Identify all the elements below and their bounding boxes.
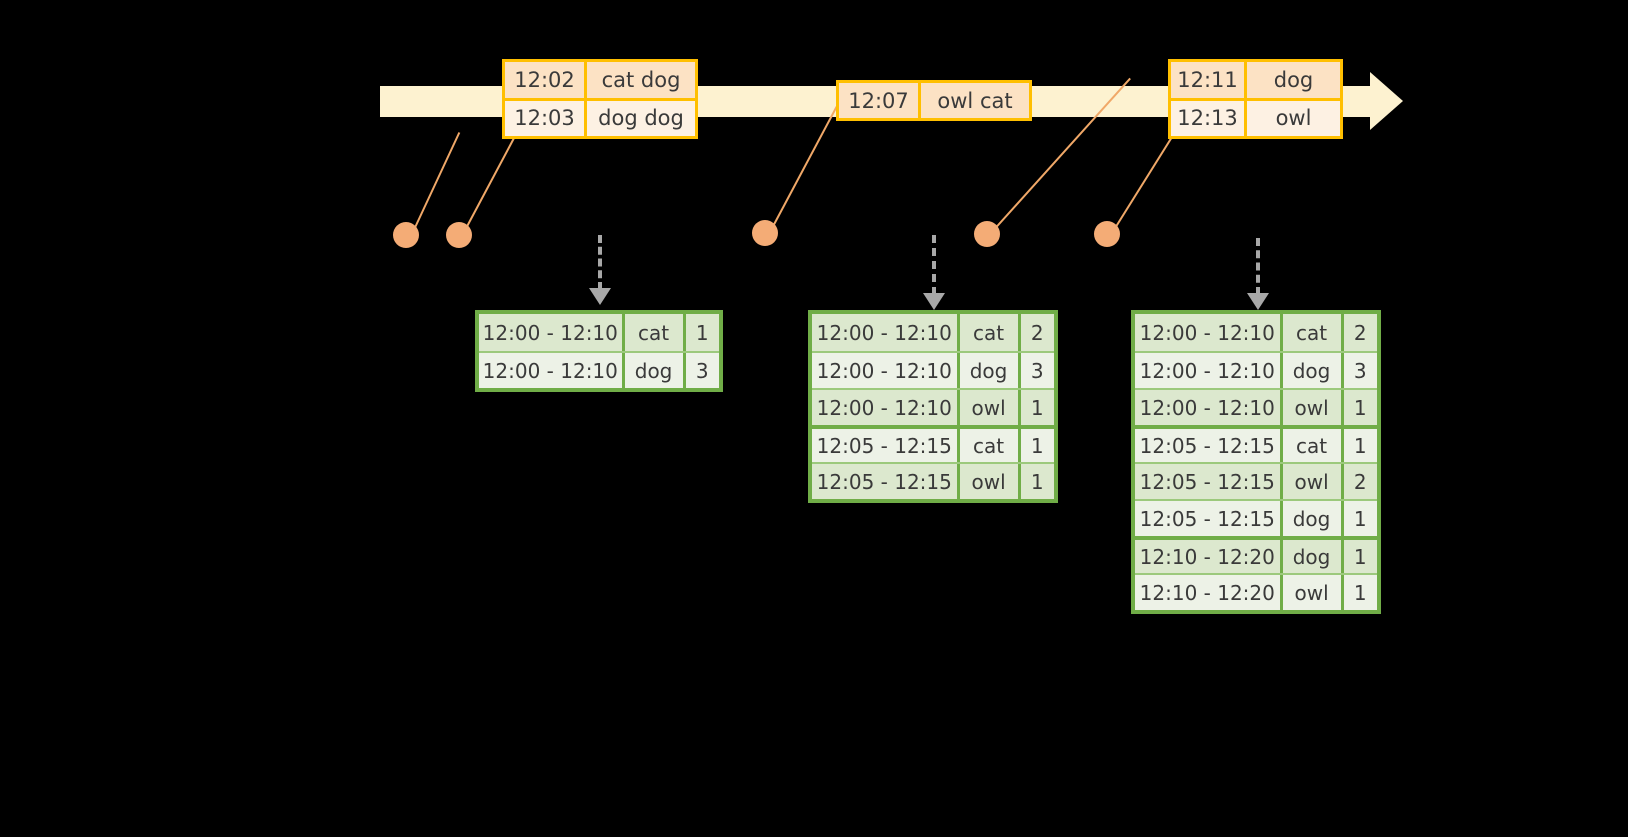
cell-window: 12:10 - 12:20 (1135, 575, 1283, 610)
event-time: 12:07 (839, 83, 921, 118)
cell-count: 1 (1020, 429, 1054, 462)
cell-window: 12:05 - 12:15 (812, 464, 960, 499)
event-box-2: 12:07 owl cat (836, 80, 1032, 121)
event-row: 12:13 owl (1171, 97, 1340, 136)
cell-key: dog (959, 353, 1021, 388)
flow-arrow-head-1 (589, 288, 611, 305)
flow-arrow-line-3 (1256, 238, 1260, 295)
cell-count: 3 (1020, 353, 1054, 388)
cell-key: owl (1282, 575, 1344, 610)
cell-window: 12:05 - 12:15 (1135, 501, 1283, 536)
event-row: 12:07 owl cat (839, 83, 1029, 118)
cell-key: cat (1282, 314, 1344, 351)
event-box-3: 12:11 dog 12:13 owl (1168, 59, 1343, 139)
cell-key: cat (624, 314, 686, 351)
event-payload: owl cat (921, 83, 1029, 118)
cell-key: owl (1282, 390, 1344, 425)
event-box-1: 12:02 cat dog 12:03 dog dog (502, 59, 698, 139)
event-time: 12:03 (505, 100, 587, 136)
event-payload: cat dog (587, 62, 695, 98)
cell-window: 12:05 - 12:15 (812, 429, 960, 462)
cell-key: cat (959, 429, 1021, 462)
connector-line-3 (769, 106, 838, 233)
cell-count: 1 (685, 314, 719, 351)
cell-count: 1 (1343, 575, 1377, 610)
cell-count: 1 (1343, 540, 1377, 573)
cell-window: 12:00 - 12:10 (1135, 353, 1283, 388)
connector-line-2 (462, 138, 515, 235)
marker-dot-3 (752, 220, 778, 246)
cell-count: 1 (1343, 501, 1377, 536)
marker-dot-5 (1094, 221, 1120, 247)
flow-arrow-line-1 (598, 235, 602, 290)
cell-count: 3 (1343, 353, 1377, 388)
event-payload: dog (1247, 62, 1340, 98)
event-time: 12:11 (1171, 62, 1247, 98)
cell-key: cat (959, 314, 1021, 351)
event-payload: dog dog (587, 100, 695, 136)
connector-line-1 (411, 132, 461, 235)
cell-window: 12:00 - 12:10 (812, 353, 960, 388)
event-payload: owl (1247, 100, 1340, 136)
cell-window: 12:00 - 12:10 (479, 314, 625, 351)
flow-arrow-line-2 (932, 235, 936, 295)
cell-count: 1 (1343, 390, 1377, 425)
timeline-arrowhead (1370, 72, 1403, 130)
event-row: 12:02 cat dog (505, 62, 695, 98)
cell-window: 12:00 - 12:10 (812, 314, 960, 351)
marker-dot-2 (446, 222, 472, 248)
cell-key: dog (624, 353, 686, 388)
marker-dot-4 (974, 221, 1000, 247)
cell-key: owl (959, 464, 1021, 499)
cell-count: 1 (1343, 429, 1377, 462)
cell-key: owl (1282, 464, 1344, 499)
cell-window: 12:00 - 12:10 (1135, 390, 1283, 425)
flow-arrow-head-2 (923, 293, 945, 310)
cell-window: 12:00 - 12:10 (479, 353, 625, 388)
cell-key: dog (1282, 353, 1344, 388)
flow-arrow-head-3 (1247, 293, 1269, 310)
cell-window: 12:05 - 12:15 (1135, 464, 1283, 499)
cell-count: 3 (685, 353, 719, 388)
cell-count: 1 (1020, 390, 1054, 425)
cell-key: dog (1282, 501, 1344, 536)
cell-count: 1 (1020, 464, 1054, 499)
cell-key: owl (959, 390, 1021, 425)
cell-count: 2 (1343, 314, 1377, 351)
cell-count: 2 (1343, 464, 1377, 499)
marker-dot-1 (393, 222, 419, 248)
event-row: 12:11 dog (1171, 62, 1340, 98)
cell-count: 2 (1020, 314, 1054, 351)
event-time: 12:02 (505, 62, 587, 98)
cell-window: 12:10 - 12:20 (1135, 540, 1283, 573)
cell-key: dog (1282, 540, 1344, 573)
cell-window: 12:00 - 12:10 (812, 390, 960, 425)
cell-window: 12:00 - 12:10 (1135, 314, 1283, 351)
cell-key: cat (1282, 429, 1344, 462)
event-row: 12:03 dog dog (505, 97, 695, 136)
cell-window: 12:05 - 12:15 (1135, 429, 1283, 462)
event-time: 12:13 (1171, 100, 1247, 136)
